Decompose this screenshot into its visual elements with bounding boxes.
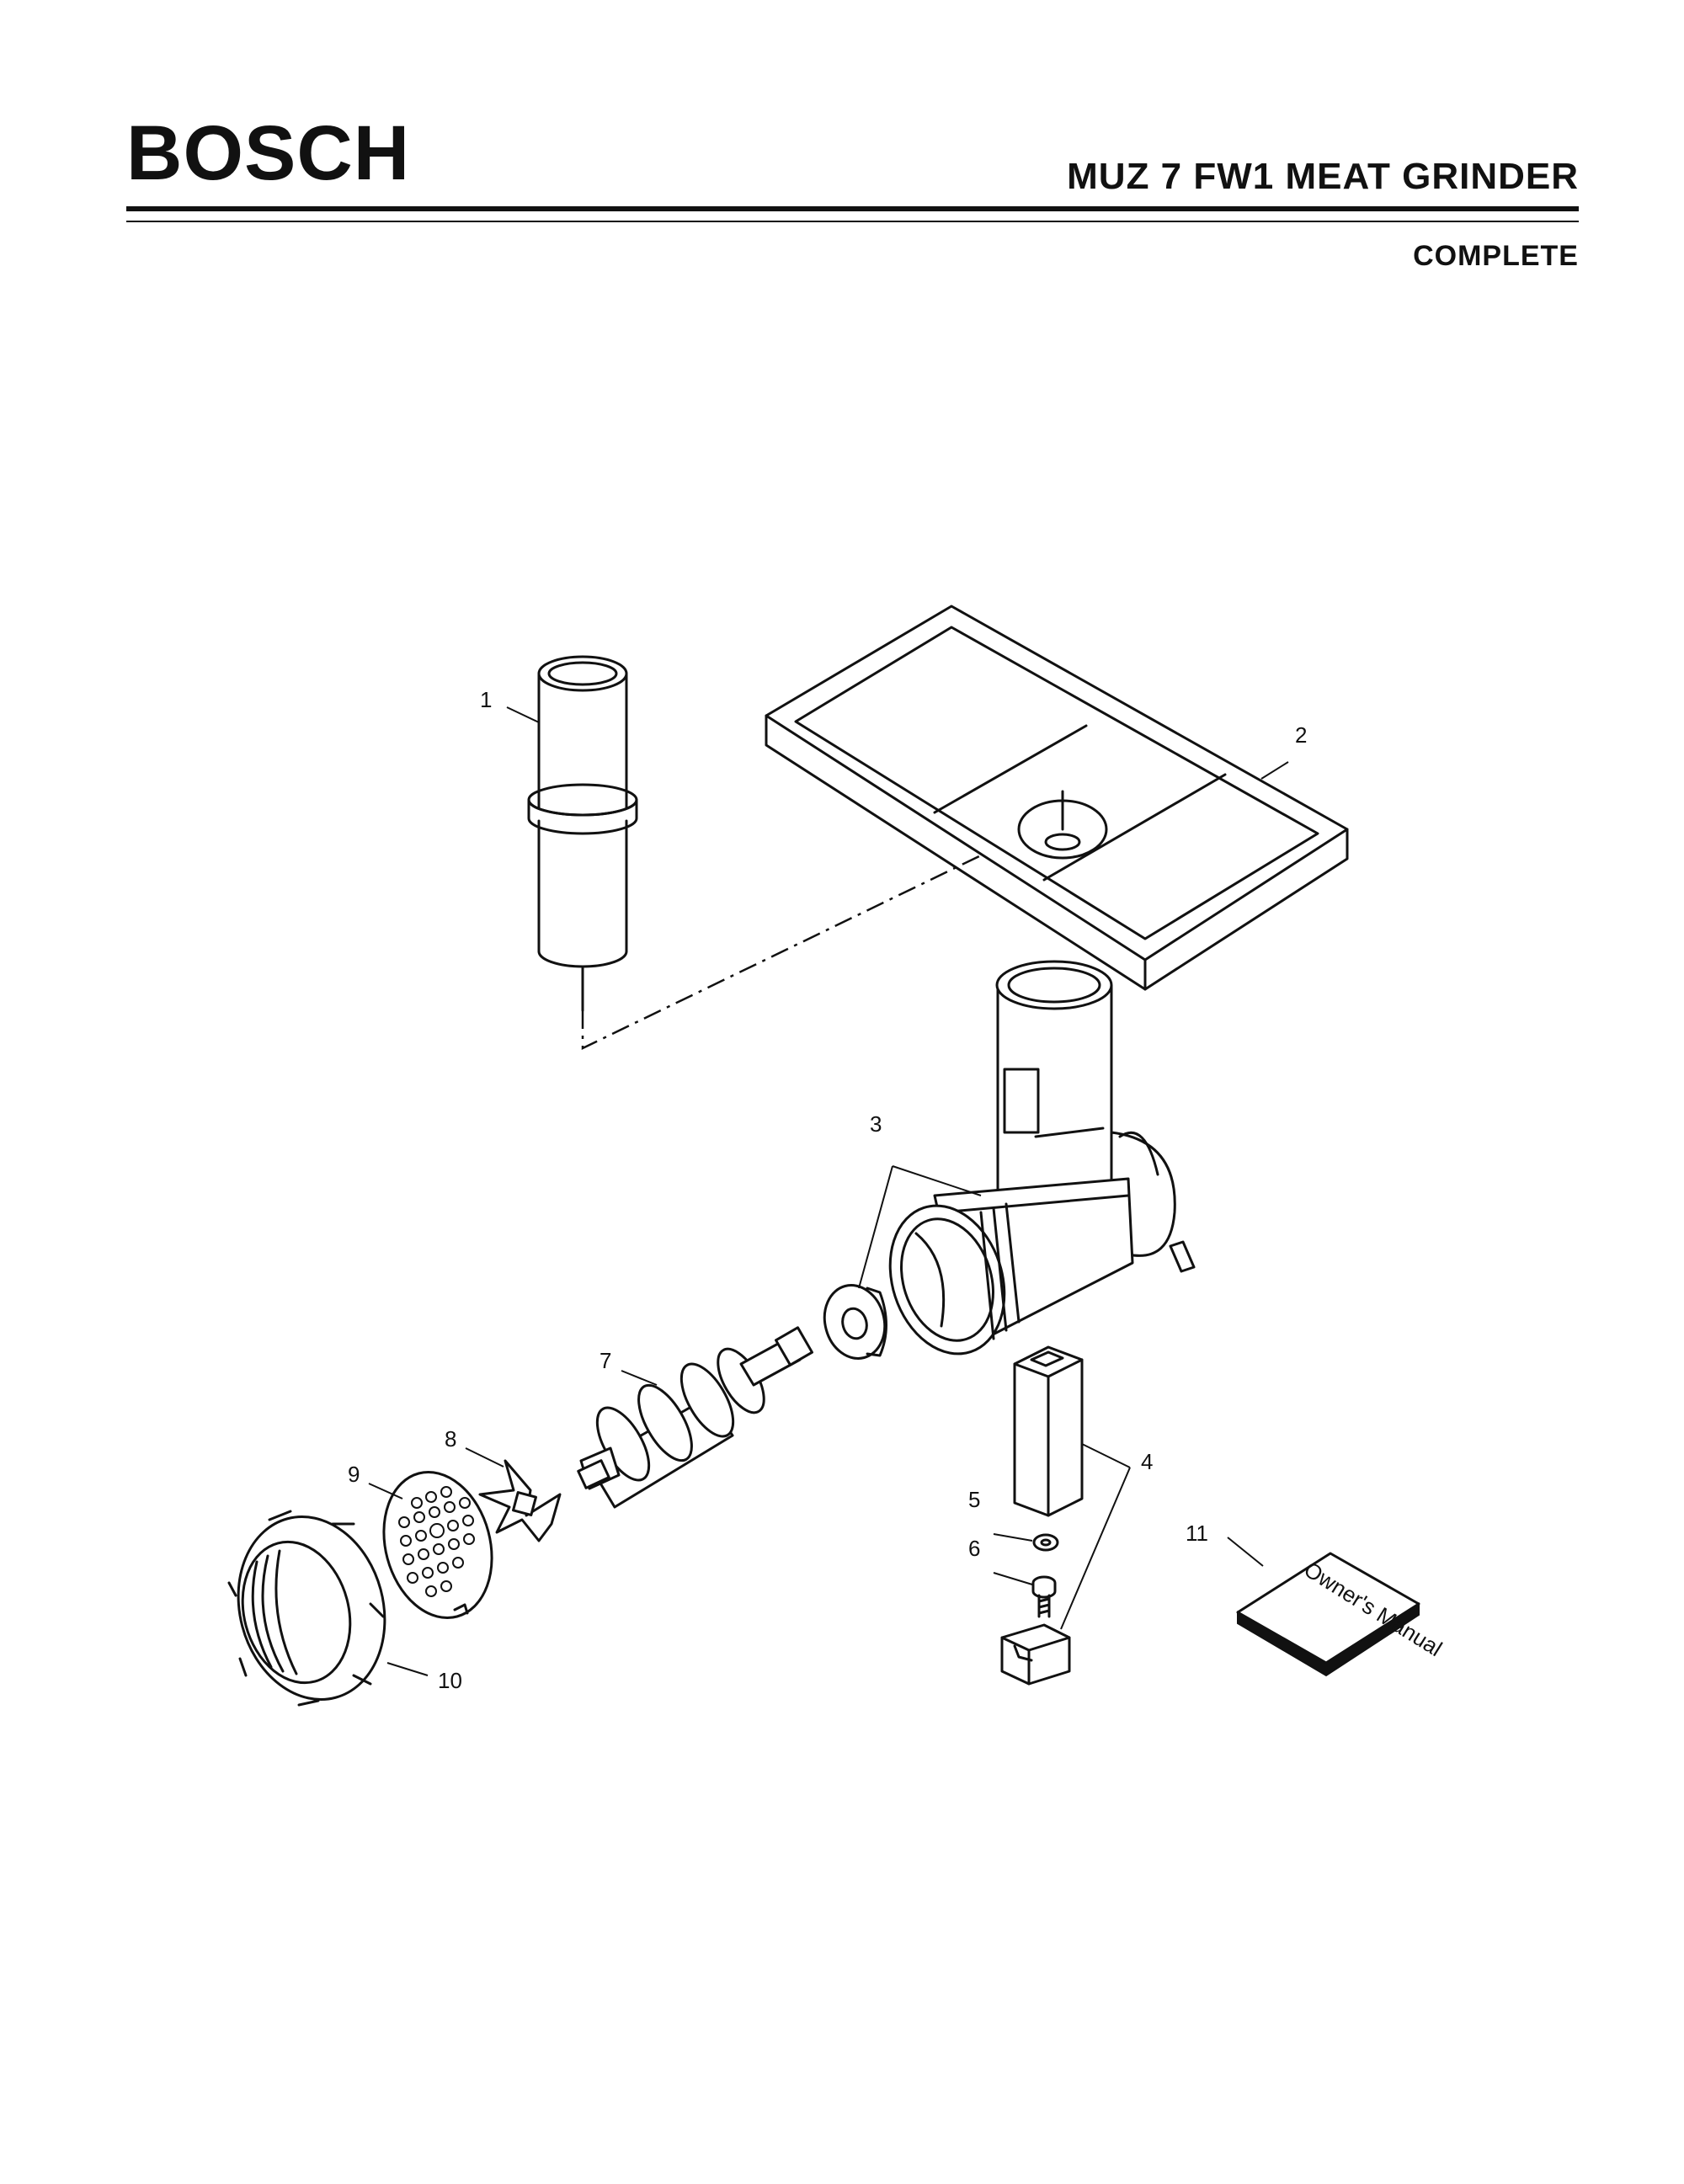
part-number-7: 7 (600, 1348, 611, 1373)
pusher-part-1 (527, 655, 638, 1012)
disc-part-9 (382, 1470, 493, 1620)
screw-part-6 (1031, 1575, 1057, 1618)
header-rule-thick (126, 206, 1579, 211)
page-subtitle: COMPLETE (1413, 240, 1579, 272)
part-number-8: 8 (445, 1426, 456, 1452)
part-number-5: 5 (968, 1487, 980, 1512)
brand-logo: BOSCH (126, 110, 411, 196)
part-number-9: 9 (348, 1462, 360, 1487)
alignment-line (581, 815, 1062, 1050)
holder-part-4 (1013, 1345, 1084, 1517)
part-number-1: 1 (480, 687, 492, 712)
cap-part-4 (1000, 1623, 1071, 1686)
bushing-part-3 (823, 1284, 887, 1360)
tray-part-2 (765, 605, 1349, 991)
part-number-10: 10 (438, 1668, 462, 1693)
header-rule-thin (126, 221, 1579, 222)
page-title: MUZ 7 FW1 MEAT GRINDER (1067, 156, 1579, 197)
manual-part-11: Owner's Manual (1236, 1552, 1447, 1677)
part-number-6: 6 (968, 1536, 980, 1561)
part-number-4: 4 (1141, 1449, 1153, 1474)
part-number-3: 3 (870, 1111, 882, 1137)
washer-part-5 (1032, 1533, 1059, 1552)
knife-part-8 (478, 1459, 562, 1542)
auger-part-7 (577, 1326, 813, 1509)
part-number-11: 11 (1186, 1521, 1208, 1546)
housing-part-3 (823, 960, 1196, 1360)
ring-nut-part-10 (227, 1510, 386, 1707)
leader-lines (368, 706, 1289, 1676)
part-number-2: 2 (1295, 722, 1307, 748)
